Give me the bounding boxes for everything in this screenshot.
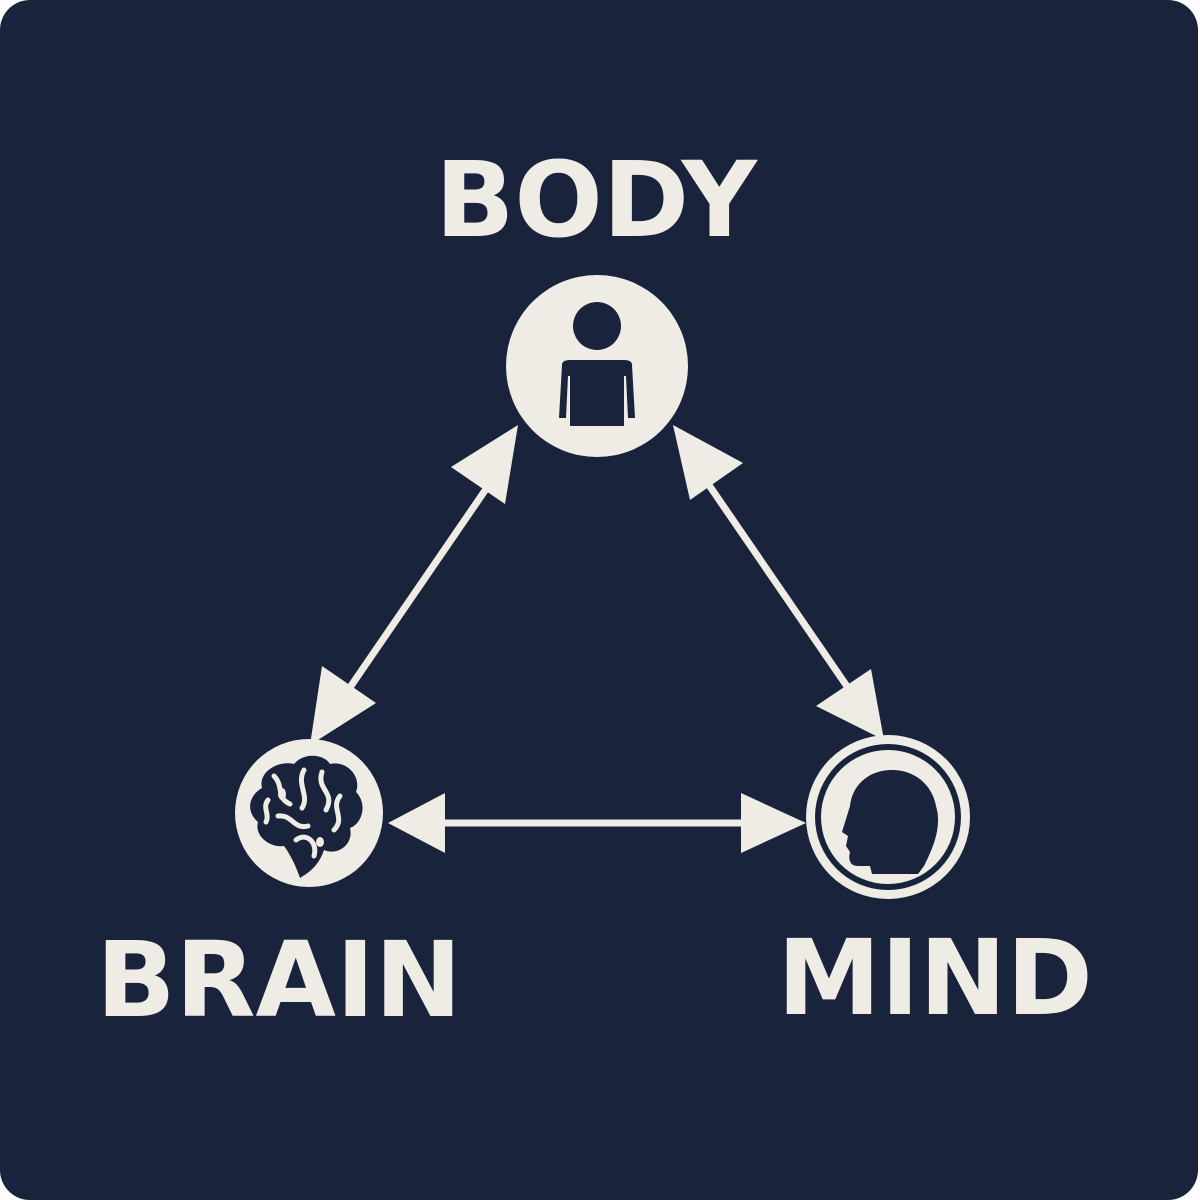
arrowhead-at-body: [673, 425, 743, 500]
brain-node: [235, 739, 383, 887]
arrowhead-at-brain: [310, 666, 376, 745]
head-profile-icon: [842, 770, 939, 874]
arrowhead-at-mind: [741, 793, 806, 853]
person-icon: [559, 302, 635, 426]
mind-label: MIND: [777, 917, 1093, 1039]
arrow-body-brain: [310, 425, 518, 745]
arrow-brain-mind: [388, 793, 806, 853]
arrowhead-at-brain: [388, 793, 445, 853]
arrowhead-at-mind: [816, 669, 884, 740]
brain-label: BRAIN: [96, 919, 462, 1041]
mind-node: [806, 735, 970, 899]
brain-icon: [250, 755, 363, 878]
body-node: [506, 275, 688, 457]
arrowhead-at-body: [451, 425, 518, 504]
arrow-body-mind: [673, 425, 884, 740]
body-label: BODY: [435, 139, 758, 261]
